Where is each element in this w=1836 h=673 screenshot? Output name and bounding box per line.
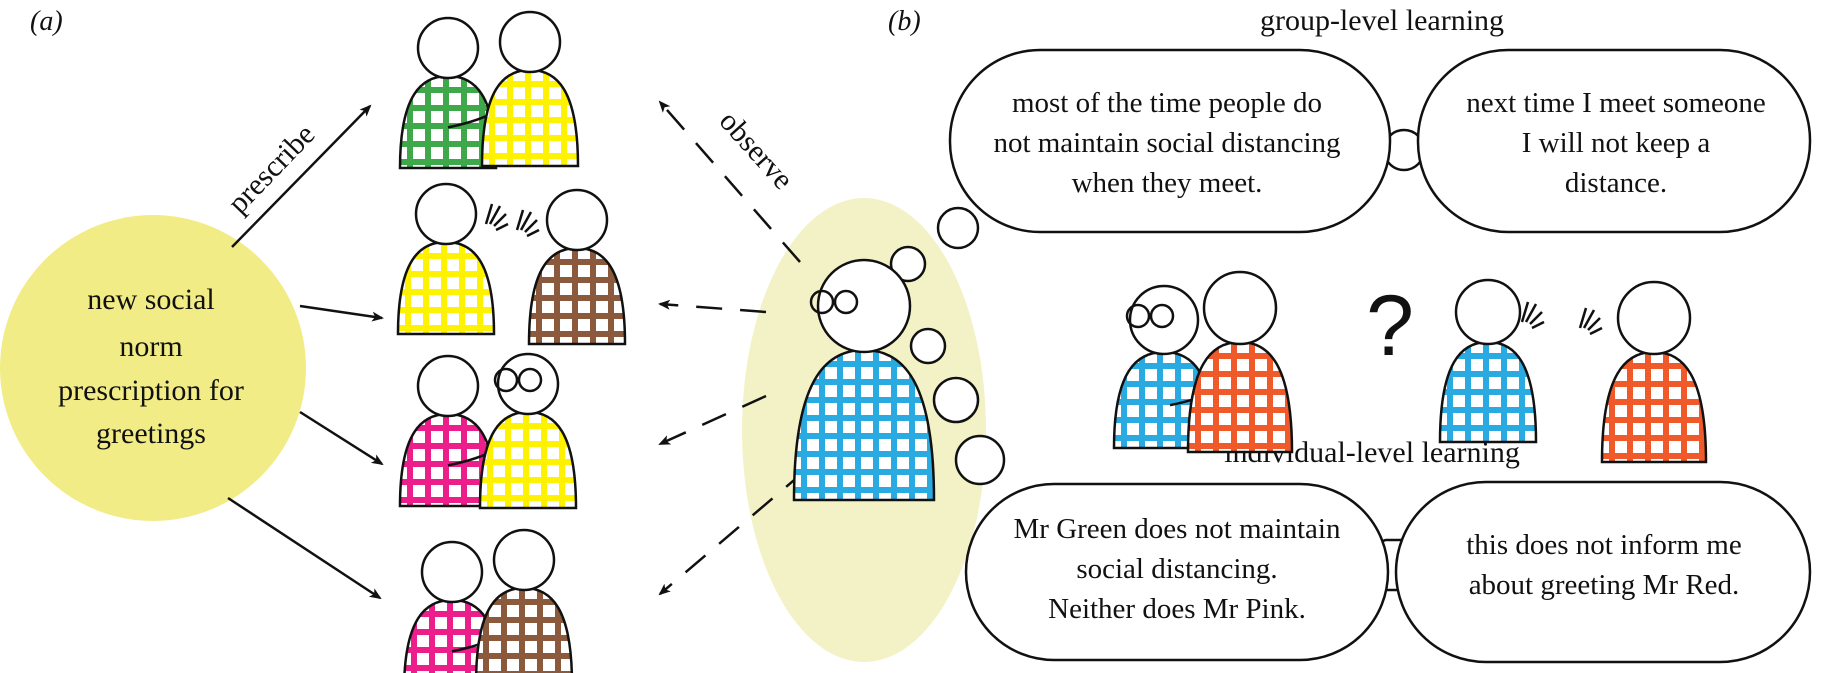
norm-text-line-3: prescription for [58, 374, 244, 407]
person-figure [478, 352, 578, 510]
person-head [545, 188, 609, 252]
group-bubbles [948, 48, 1812, 234]
individual-conclusion-bubble [1394, 480, 1812, 664]
individual-thought-line-1: Mr Green does not maintain [1014, 513, 1341, 545]
person-figure [1186, 270, 1294, 454]
person-figure [396, 182, 509, 336]
group-thought-line-2: not maintain social distancing [993, 127, 1340, 159]
person-head [1202, 270, 1278, 346]
person-head [420, 540, 484, 604]
norm-source-circle [0, 215, 306, 521]
plaid-pattern [529, 248, 625, 344]
observe-arrows [658, 100, 807, 596]
norm-text-line-4: greetings [96, 417, 206, 450]
person-head [1128, 284, 1200, 356]
observe-arrow-4 [658, 469, 807, 596]
prescribe-arrow-4 [227, 496, 382, 600]
person-figure [515, 188, 627, 346]
individual-conclusion-line-1: this does not inform me [1466, 529, 1741, 561]
norm-text-line-2: norm [119, 330, 182, 363]
person-figure [475, 528, 573, 673]
norm-source-text: new social norm prescription for greetin… [58, 283, 244, 450]
thought-dot [936, 206, 980, 250]
observer-thought-dots [889, 206, 1006, 486]
person-body [794, 350, 934, 500]
plaid-pattern [1440, 342, 1536, 442]
glasses-icon [1125, 303, 1175, 329]
norm-text-line-1: new social [87, 283, 214, 316]
thought-dot [932, 376, 980, 424]
person-head [492, 528, 556, 592]
group-thought-bubble [948, 48, 1392, 234]
prescribe-arrow-3 [299, 410, 384, 466]
prescribe-arrow-1 [231, 104, 372, 248]
thought-dot [889, 245, 927, 283]
person-head [816, 258, 912, 354]
individual-thought-bubble [964, 482, 1390, 662]
individual-thought-line-3: Neither does Mr Pink. [1048, 593, 1306, 625]
person-figure [792, 258, 936, 502]
person-figure [1578, 280, 1708, 464]
group-thought-line-3: when they meet. [1072, 167, 1263, 199]
panel-a-label: (a) [30, 6, 63, 37]
individual-thought-line-2: social distancing. [1076, 553, 1277, 585]
figures-layer [396, 10, 1708, 673]
person-head [1454, 278, 1522, 346]
person-head [414, 182, 478, 246]
plaid-pattern [1602, 352, 1706, 462]
waving-hand-icon [515, 209, 540, 238]
thought-dot [954, 434, 1006, 486]
person-figure [398, 16, 505, 170]
prescribe-arrows [227, 104, 384, 600]
panel-b-label: (b) [888, 6, 921, 37]
individual-conclusion-text: this does not inform me about greeting M… [1466, 529, 1741, 601]
group-level-heading: group-level learning [1260, 4, 1504, 37]
group-thought-text: most of the time people do not maintain … [993, 87, 1340, 199]
individual-thought-text: Mr Green does not maintain social distan… [1014, 513, 1341, 625]
group-conclusion-bubble [1416, 48, 1812, 234]
person-head [1616, 280, 1692, 356]
thought-dot [909, 327, 947, 365]
group-conclusion-line-1: next time I meet someone [1466, 87, 1766, 119]
person-figure [1438, 278, 1545, 444]
waving-hand-icon [1578, 307, 1603, 336]
prescribe-label: prescribe [221, 118, 321, 220]
person-figure [480, 10, 580, 168]
individual-conclusion-line-2: about greeting Mr Red. [1469, 569, 1740, 601]
person-head [416, 354, 480, 418]
group-thought-line-1: most of the time people do [1012, 87, 1322, 119]
group-conclusion-line-2: I will not keep a [1522, 127, 1711, 159]
waving-hand-icon [1520, 301, 1545, 330]
person-head [498, 10, 562, 74]
individual-bubbles [964, 480, 1812, 664]
observe-label: observe [713, 105, 800, 196]
group-conclusion-text: next time I meet someone I will not keep… [1466, 87, 1766, 199]
prescribe-arrow-2 [299, 304, 384, 322]
observe-arrow-3 [658, 394, 767, 446]
plaid-pattern [1188, 342, 1292, 452]
waving-hand-icon [484, 203, 509, 232]
person-head [496, 352, 560, 416]
glasses-icon [809, 289, 859, 315]
observe-arrow-2 [658, 299, 767, 314]
glasses-icon [493, 367, 543, 393]
question-mark: ? [1366, 278, 1414, 374]
observe-arrow-1 [658, 100, 801, 263]
person-figure [398, 354, 505, 508]
person-head [416, 16, 480, 80]
group-conclusion-line-3: distance. [1565, 167, 1667, 199]
